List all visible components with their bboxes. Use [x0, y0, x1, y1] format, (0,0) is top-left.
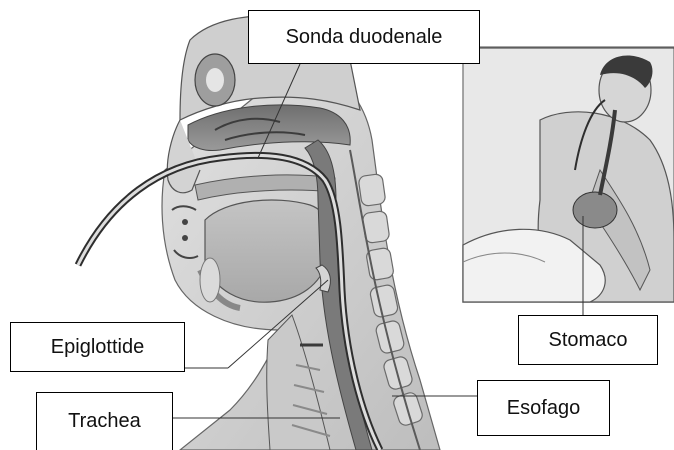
label-trachea-text: Trachea [68, 410, 141, 433]
label-stomaco: Stomaco [518, 315, 658, 365]
label-esofago-text: Esofago [507, 397, 580, 420]
patient-inset [463, 47, 674, 315]
label-sonda-duodenale: Sonda duodenale [248, 10, 480, 64]
label-sonda-duodenale-text: Sonda duodenale [286, 26, 443, 49]
stomach-shape [573, 192, 617, 228]
label-epiglottide-text: Epiglottide [51, 336, 144, 359]
label-epiglottide: Epiglottide [10, 322, 185, 372]
label-esofago: Esofago [477, 380, 610, 436]
head-cross-section [78, 16, 440, 450]
label-stomaco-text: Stomaco [549, 329, 628, 352]
label-trachea: Trachea [36, 392, 173, 450]
